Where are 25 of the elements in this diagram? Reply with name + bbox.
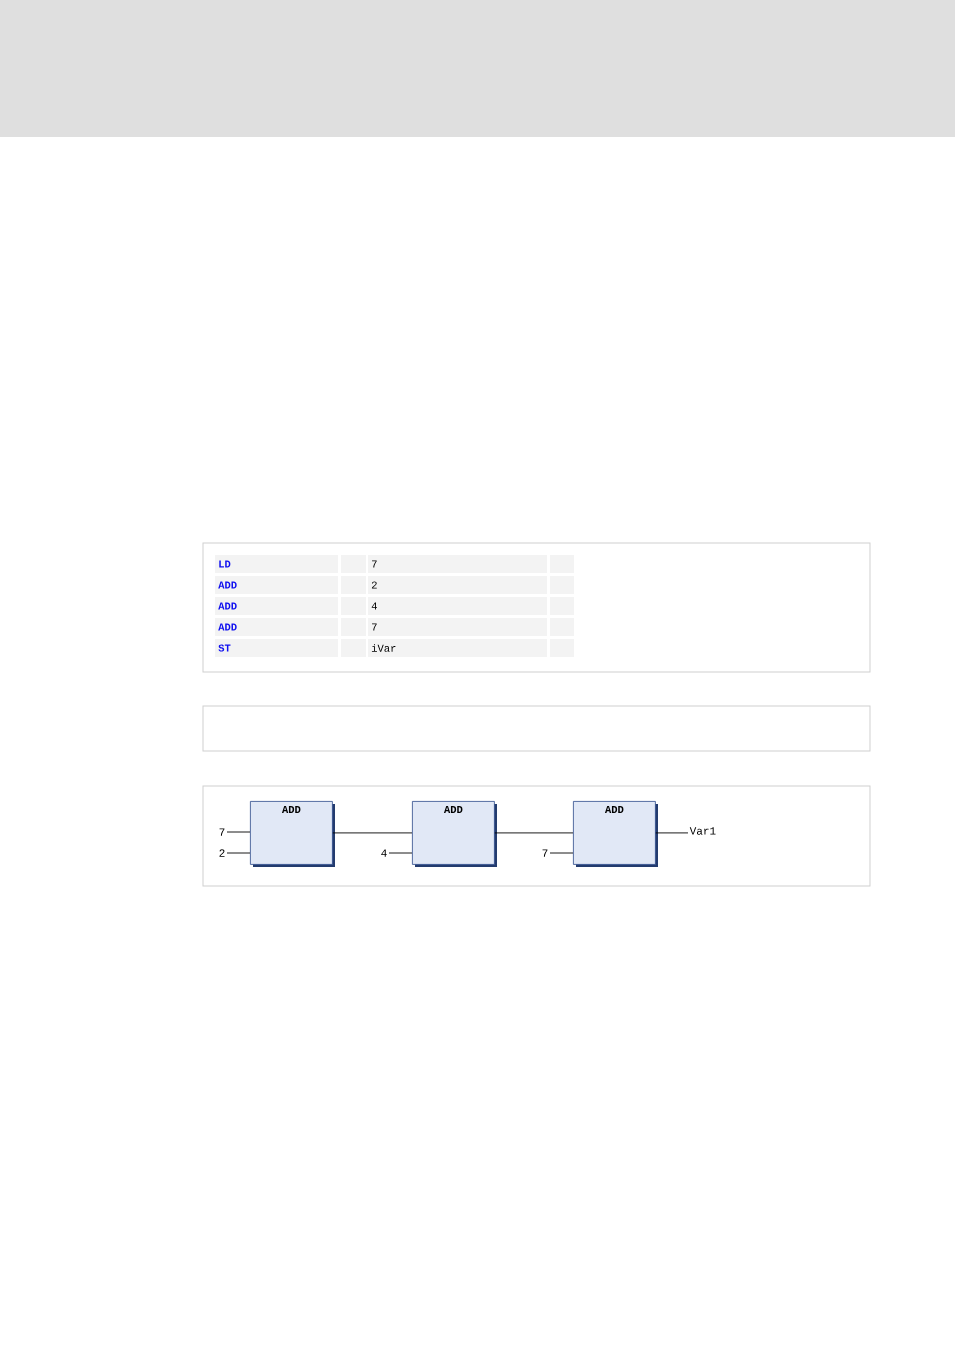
function-block: ADD [250,801,335,867]
table-cell: 4 [368,597,547,615]
table-cell: ADD [215,576,338,594]
table-cell: 7 [368,618,547,636]
function-block: ADD [573,801,658,867]
connection-line [494,832,574,834]
connection-line [549,852,574,854]
table-cell: ADD [215,618,338,636]
table-cell: LD [215,555,338,573]
table-cell: 7 [368,555,547,573]
pin-label: Var1 [689,827,716,835]
table-cell: iVar [368,639,547,657]
pin-label: 4 [381,849,387,857]
table-cell: ADD [215,597,338,615]
connection-line [655,832,689,834]
connection-line [226,852,251,854]
pin-label: 7 [219,828,225,836]
function-block: ADD [412,801,497,867]
pin-label: 7 [542,849,548,857]
table-cell: ST [215,639,338,657]
connection-line [332,832,413,834]
pin-label: 2 [219,849,225,857]
connection-line [388,852,413,854]
table-cell: 2 [368,576,547,594]
connection-line [226,831,251,833]
